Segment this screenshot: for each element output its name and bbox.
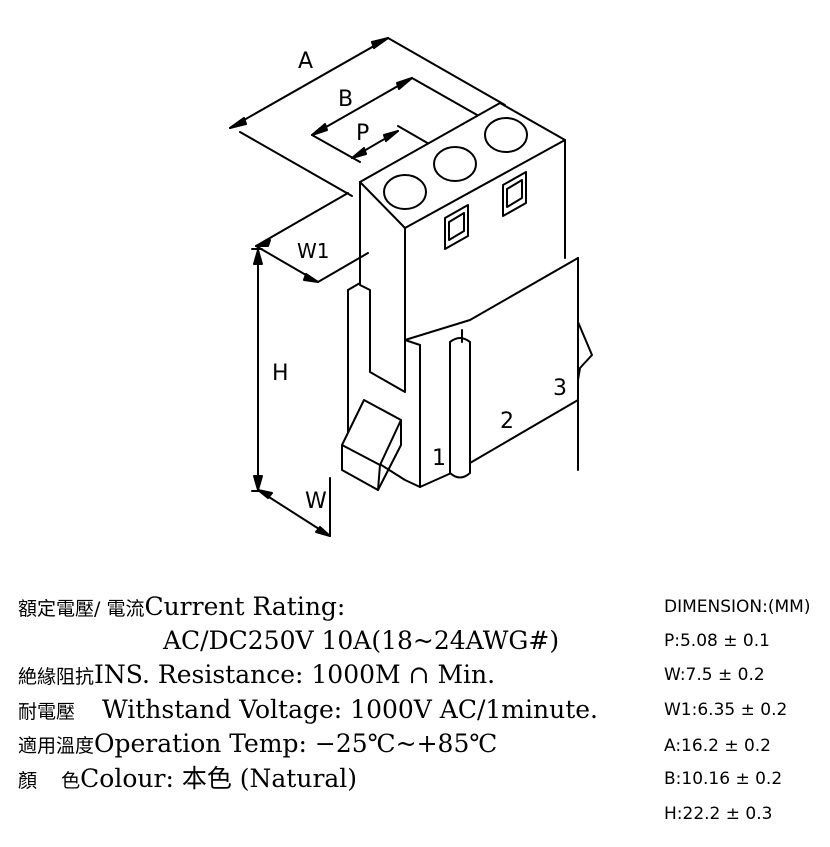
spec-cjk-label: 顏 色 bbox=[18, 770, 81, 792]
spec-row-operation-temp: 適用溫度Operation Temp: −25℃~+85℃ bbox=[18, 729, 497, 761]
spec-cjk-label: 額定電壓/ 電流 bbox=[18, 598, 145, 620]
connector-drawing: A B P W1 H W bbox=[229, 37, 593, 537]
dimension-p-label: P bbox=[356, 121, 369, 146]
spec-row-withstand-voltage: 耐電壓 Withstand Voltage: 1000V AC/1minute. bbox=[18, 695, 598, 727]
spec-cjk-label: 耐電壓 bbox=[18, 701, 76, 723]
lock-windows bbox=[444, 171, 527, 250]
spec-text: Operation Temp: −25℃~+85℃ bbox=[94, 729, 498, 758]
pin-holes bbox=[383, 117, 528, 210]
pin-hole-3 bbox=[484, 117, 528, 153]
dimension-item-h: H:22.2 ± 0.3 bbox=[664, 804, 773, 824]
dimension-b: B bbox=[311, 77, 501, 163]
spec-text: Colour: 本色 (Natural) bbox=[80, 764, 358, 793]
dimension-b-label: B bbox=[338, 87, 353, 112]
dimension-a: A bbox=[229, 37, 506, 197]
connector-body bbox=[341, 102, 593, 491]
spec-text: Current Rating: bbox=[144, 592, 346, 621]
lock-window-2 bbox=[502, 171, 527, 217]
dimension-item-w: W:7.5 ± 0.2 bbox=[664, 665, 765, 685]
dimension-w1: W1 bbox=[255, 192, 369, 283]
dimension-item-p: P:5.08 ± 0.1 bbox=[664, 631, 770, 651]
dimension-a-label: A bbox=[298, 49, 313, 74]
pin-hole-2 bbox=[433, 146, 477, 182]
spec-text: INS. Resistance: 1000M ∩ Min. bbox=[94, 660, 496, 689]
spec-cjk-label: 絶緣阻抗 bbox=[18, 666, 95, 688]
dimension-item-a: A:16.2 ± 0.2 bbox=[664, 736, 771, 756]
dimension-w: W bbox=[257, 477, 331, 537]
spec-cjk-label: 適用溫度 bbox=[18, 735, 95, 757]
dimension-p: P bbox=[351, 121, 451, 159]
lock-window-1 bbox=[444, 204, 469, 250]
dimension-title: DIMENSION:(MM) bbox=[664, 597, 811, 617]
dimension-item-w1: W1:6.35 ± 0.2 bbox=[664, 700, 788, 720]
dimension-w1-label: W1 bbox=[297, 239, 330, 263]
spec-text: Withstand Voltage: 1000V AC/1minute. bbox=[102, 695, 598, 724]
pin-label-1: 1 bbox=[432, 446, 446, 471]
dimension-h: H bbox=[251, 248, 289, 492]
spec-row-rating-value: AC/DC250V 10A(18~24AWG#) bbox=[163, 626, 559, 656]
spec-row-colour: 顏 色Colour: 本色 (Natural) bbox=[18, 764, 357, 796]
spec-row-ins-resistance: 絶緣阻抗INS. Resistance: 1000M ∩ Min. bbox=[18, 660, 495, 692]
dimension-item-b: B:10.16 ± 0.2 bbox=[664, 769, 783, 789]
dimension-h-label: H bbox=[272, 361, 289, 386]
pin-hole-1 bbox=[383, 174, 427, 210]
dimension-w-label: W bbox=[305, 489, 327, 514]
pin-label-2: 2 bbox=[500, 409, 514, 434]
spec-text: AC/DC250V 10A(18~24AWG#) bbox=[163, 626, 560, 655]
pin-label-3: 3 bbox=[553, 376, 567, 401]
spec-row-current-rating: 額定電壓/ 電流Current Rating: bbox=[18, 592, 345, 624]
